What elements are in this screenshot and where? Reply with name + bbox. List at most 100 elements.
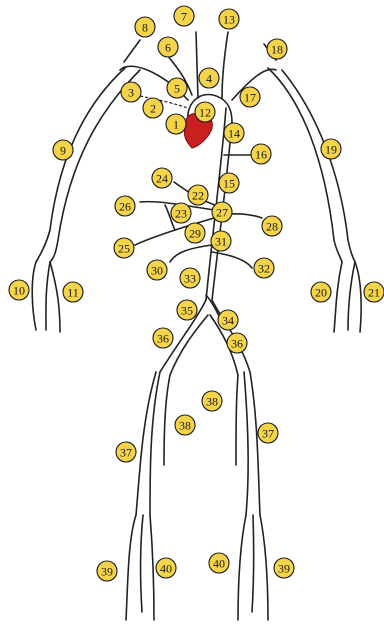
label-badge-14: 14 — [224, 123, 244, 143]
label-badge-25: 25 — [114, 238, 134, 258]
label-badge-number: 18 — [271, 43, 283, 57]
label-badge-15: 15 — [219, 173, 239, 193]
label-badge-number: 39 — [278, 562, 290, 576]
label-badge-27: 27 — [212, 202, 232, 222]
label-badge-39: 39 — [274, 558, 294, 578]
label-badge-7: 7 — [174, 6, 194, 26]
label-badge-number: 40 — [160, 562, 172, 576]
label-badge-number: 5 — [174, 82, 180, 96]
label-badge-number: 32 — [258, 262, 270, 276]
label-badge-35: 35 — [177, 300, 197, 320]
label-badge-number: 19 — [325, 143, 337, 157]
label-badge-37: 37 — [116, 442, 136, 462]
label-badge-number: 40 — [213, 557, 225, 571]
label-badge-40: 40 — [209, 553, 229, 573]
left-tibial-39 — [126, 515, 136, 620]
label-badge-number: 20 — [315, 286, 327, 300]
label-badge-8: 8 — [135, 17, 155, 37]
right-forearm-20 — [334, 262, 342, 332]
label-badge-16: 16 — [251, 144, 271, 164]
label-badge-number: 28 — [266, 220, 278, 234]
label-badge-number: 27 — [216, 206, 228, 220]
label-badge-number: 11 — [67, 286, 79, 300]
label-badge-39: 39 — [97, 561, 117, 581]
left-subclavian-arm — [36, 68, 125, 262]
label-badge-number: 33 — [184, 272, 196, 286]
right-femoral-inner — [244, 372, 248, 515]
left-femoral-outer — [136, 372, 156, 515]
right-deep-femoral — [236, 375, 238, 465]
label-badge-34: 34 — [218, 310, 238, 330]
label-badge-33: 33 — [180, 268, 200, 288]
left-carotid — [196, 32, 198, 98]
label-badge-number: 1 — [173, 118, 179, 132]
label-badge-number: 16 — [255, 148, 267, 162]
left-deep-femoral — [164, 375, 170, 465]
label-badge-number: 36 — [231, 337, 243, 351]
label-badge-26: 26 — [115, 196, 135, 216]
label-badge-number: 35 — [181, 304, 193, 318]
label-badge-13: 13 — [219, 9, 239, 29]
label-badge-number: 23 — [175, 207, 187, 221]
label-badge-6: 6 — [158, 37, 178, 57]
left-forearm-inner — [46, 262, 50, 330]
label-badge-number: 10 — [13, 284, 25, 298]
left-forearm-11 — [50, 262, 60, 332]
label-badge-21: 21 — [364, 282, 384, 302]
right-fibular — [252, 515, 254, 612]
label-badge-18: 18 — [267, 39, 287, 59]
label-badge-number: 37 — [120, 446, 132, 460]
label-badge-11: 11 — [63, 282, 83, 302]
label-badge-17: 17 — [240, 87, 260, 107]
label-badge-9: 9 — [53, 140, 73, 160]
right-forearm-inner — [348, 262, 355, 330]
label-badge-29: 29 — [185, 223, 205, 243]
label-badge-number: 30 — [151, 264, 163, 278]
label-badge-number: 17 — [244, 91, 256, 105]
label-badge-40: 40 — [156, 558, 176, 578]
left-forearm-10 — [32, 262, 36, 330]
right-forearm-21 — [355, 262, 361, 332]
label-badge-19: 19 — [321, 139, 341, 159]
label-badge-number: 39 — [101, 565, 113, 579]
label-badge-number: 14 — [228, 127, 240, 141]
vessel-30 — [170, 245, 212, 262]
label-badge-number: 4 — [206, 72, 212, 86]
right-femoral — [250, 372, 260, 515]
label-badge-number: 9 — [60, 144, 66, 158]
label-badge-number: 24 — [156, 172, 168, 186]
label-badge-12: 12 — [195, 102, 215, 122]
label-badge-number: 6 — [165, 41, 171, 55]
label-badge-number: 21 — [368, 286, 380, 300]
label-badge-2: 2 — [143, 98, 163, 118]
label-badge-number: 38 — [206, 395, 218, 409]
label-badge-36: 36 — [227, 333, 247, 353]
label-badge-number: 22 — [192, 189, 204, 203]
label-badge-38: 38 — [175, 415, 195, 435]
label-badge-23: 23 — [171, 203, 191, 223]
label-badge-32: 32 — [254, 258, 274, 278]
label-badge-24: 24 — [152, 168, 172, 188]
label-badge-30: 30 — [147, 260, 167, 280]
label-badge-number: 25 — [118, 242, 130, 256]
label-badge-number: 8 — [142, 21, 148, 35]
left-common-iliac-inner — [170, 315, 208, 375]
label-badge-22: 22 — [188, 185, 208, 205]
label-badge-number: 3 — [128, 86, 134, 100]
right-tibial-39 — [260, 515, 268, 620]
label-badge-20: 20 — [311, 282, 331, 302]
right-tibial-40 — [238, 515, 246, 620]
label-badge-number: 15 — [223, 177, 235, 191]
label-badge-31: 31 — [211, 231, 231, 251]
label-badge-28: 28 — [262, 216, 282, 236]
label-badge-number: 36 — [157, 332, 169, 346]
left-fibular — [141, 515, 143, 612]
left-femoral — [150, 372, 160, 515]
label-badge-5: 5 — [167, 78, 187, 98]
label-badge-number: 2 — [150, 102, 156, 116]
label-badge-number: 38 — [179, 419, 191, 433]
left-tibial-40 — [150, 515, 154, 620]
